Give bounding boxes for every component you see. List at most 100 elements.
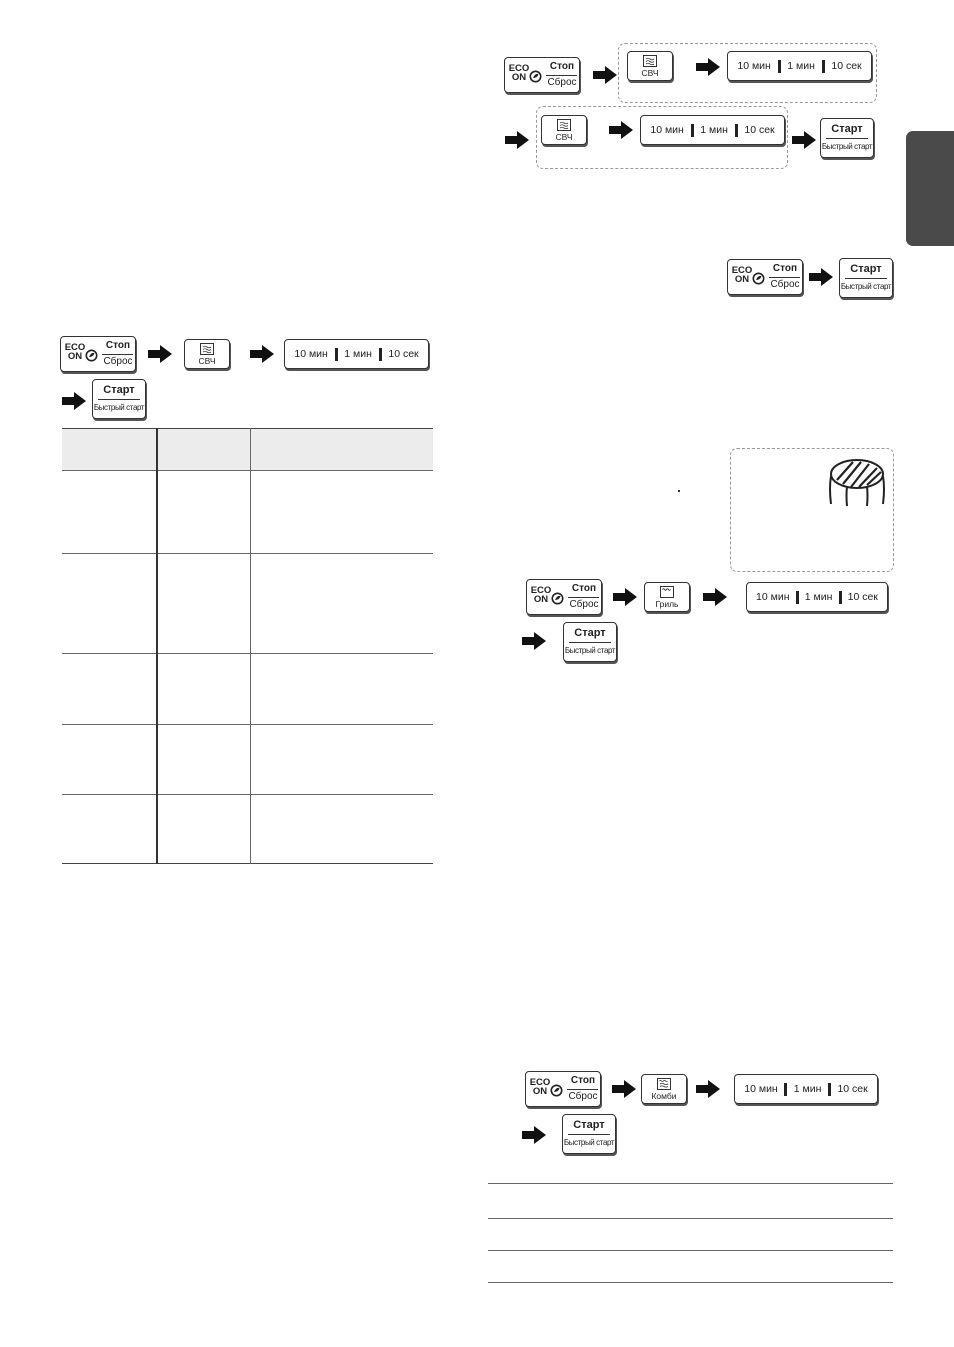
eco-leaf-icon — [551, 592, 564, 605]
separator — [334, 347, 338, 361]
quick-start-label: Быстрый старт — [563, 1138, 615, 1147]
table-rule — [488, 1282, 893, 1283]
table-rule — [488, 1183, 893, 1184]
table-rule — [62, 653, 433, 654]
table-column-rule — [250, 428, 251, 864]
time-buttons[interactable]: 10 мин 1 мин 10 сек — [727, 51, 872, 81]
mode-label: Комби — [651, 1091, 677, 1101]
eco-leaf-icon — [752, 272, 765, 285]
microwave-waves-icon — [643, 55, 657, 67]
eco-leaf-icon — [85, 349, 98, 362]
ten-sec-label: 10 сек — [744, 124, 775, 136]
start-button[interactable]: Старт Быстрый старт — [820, 118, 874, 158]
reset-label: Сброс — [569, 599, 599, 610]
ten-min-label: 10 мин — [737, 60, 771, 72]
right-arrow-icon — [593, 66, 617, 84]
one-min-label: 1 мин — [787, 60, 815, 72]
divider — [102, 354, 133, 355]
separator — [795, 590, 799, 604]
stop-label: Стоп — [571, 583, 597, 594]
table-rule — [62, 553, 433, 554]
quick-start-label: Быстрый старт — [93, 403, 145, 412]
time-buttons[interactable]: 10 мин 1 мин 10 сек — [284, 339, 429, 369]
quick-start-label: Быстрый старт — [564, 646, 616, 655]
separator — [838, 590, 842, 604]
table-rule — [62, 794, 433, 795]
right-arrow-icon — [250, 345, 274, 363]
grill-rack-frame — [730, 448, 894, 572]
table-rule — [62, 428, 433, 429]
ten-min-label: 10 мин — [650, 124, 684, 136]
microwave-waves-icon — [200, 343, 214, 355]
start-button[interactable]: Старт Быстрый старт — [839, 258, 893, 298]
microwave-button[interactable]: СВЧ — [184, 339, 230, 369]
start-label: Старт — [831, 123, 863, 135]
separator — [378, 347, 382, 361]
time-buttons[interactable]: 10 мин 1 мин 10 сек — [640, 115, 785, 145]
reset-label: Сброс — [547, 77, 577, 88]
quick-start-label: Быстрый старт — [821, 142, 873, 151]
start-label: Старт — [850, 263, 882, 275]
separator — [784, 1082, 788, 1096]
reset-label: Сброс — [103, 356, 133, 367]
grill-button[interactable]: Гриль — [644, 582, 690, 612]
separator — [827, 1082, 831, 1096]
microwave-button[interactable]: СВЧ — [541, 115, 587, 145]
right-arrow-icon — [522, 632, 546, 650]
start-label: Старт — [103, 384, 135, 396]
start-button[interactable]: Старт Быстрый старт — [92, 379, 146, 419]
start-button[interactable]: Старт Быстрый старт — [562, 1114, 616, 1154]
start-label: Старт — [573, 1119, 605, 1131]
table-rule — [488, 1250, 893, 1251]
right-arrow-icon — [505, 131, 529, 149]
right-arrow-icon — [62, 392, 86, 410]
combi-icon — [657, 1078, 671, 1090]
time-buttons[interactable]: 10 мин 1 мин 10 сек — [734, 1074, 878, 1104]
start-button[interactable]: Старт Быстрый старт — [563, 622, 617, 662]
table-rule — [62, 724, 433, 725]
one-min-label: 1 мин — [793, 1083, 822, 1095]
table-rule — [62, 470, 433, 471]
divider — [569, 642, 611, 643]
reset-label: Сброс — [568, 1091, 598, 1102]
right-arrow-icon — [696, 58, 720, 76]
chapter-tab — [906, 131, 954, 246]
reset-label: Сброс — [770, 279, 800, 290]
mode-label: Гриль — [655, 599, 679, 609]
microwave-button[interactable]: СВЧ — [627, 51, 673, 81]
ten-sec-label: 10 сек — [831, 60, 862, 72]
table-header — [62, 428, 433, 470]
combi-button[interactable]: Комби — [641, 1074, 687, 1104]
eco-leaf-icon — [529, 70, 542, 83]
stage-two-frame — [536, 106, 788, 169]
right-arrow-icon — [613, 588, 637, 606]
divider — [567, 1089, 598, 1090]
divider — [568, 1134, 610, 1135]
ten-sec-label: 10 сек — [388, 348, 419, 360]
time-buttons[interactable]: 10 мин 1 мин 10 сек — [746, 582, 888, 612]
grill-heater-icon — [660, 586, 674, 598]
start-label: Старт — [574, 627, 606, 639]
mode-label: СВЧ — [555, 132, 573, 142]
separator — [734, 123, 738, 137]
right-arrow-icon — [703, 588, 727, 606]
eco-leaf-icon — [550, 1084, 563, 1097]
stop-label: Стоп — [570, 1075, 596, 1086]
ten-min-label: 10 мин — [756, 591, 790, 603]
divider — [826, 138, 868, 139]
ten-sec-label: 10 сек — [847, 591, 878, 603]
right-arrow-icon — [148, 345, 172, 363]
grill-rack-icon — [829, 459, 885, 507]
right-arrow-icon — [612, 1080, 636, 1098]
right-arrow-icon — [809, 268, 833, 286]
right-arrow-icon — [609, 121, 633, 139]
separator — [690, 123, 694, 137]
separator — [777, 59, 781, 73]
